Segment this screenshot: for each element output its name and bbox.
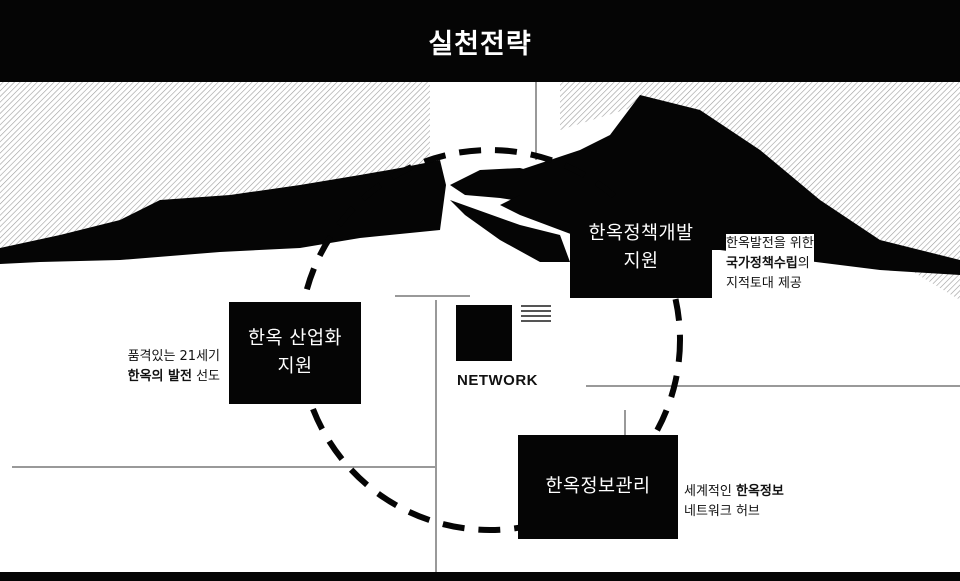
industry-note-line2: 한옥의 발전 선도 [127, 369, 220, 384]
info-box-line1: 한옥정보관리 [545, 476, 651, 497]
policy-note-line2: 국가정책수립의 [726, 256, 810, 271]
policy-box-line1: 한옥정책개발 [588, 223, 694, 244]
industry-box-line2: 지원 [277, 356, 313, 377]
network-logo-mark [456, 305, 512, 361]
policy-box-line2: 지원 [623, 251, 659, 272]
industry-box-line1: 한옥 산업화 [248, 328, 342, 349]
page-title: 실천전략 [0, 0, 960, 82]
industry-note-line1: 품격있는 21세기 [127, 349, 220, 364]
network-label: NETWORK [457, 372, 538, 389]
info-management-box: 한옥정보관리 [518, 435, 678, 539]
policy-note-line3: 지적토대 제공 [726, 276, 802, 291]
roof-strut [450, 200, 570, 262]
info-note-line2: 네트워크 허브 [684, 504, 760, 519]
policy-note-line1: 한옥발전을 위한 [726, 236, 814, 251]
network-logo-fineprint [521, 305, 551, 333]
info-note: 세계적인 한옥정보 네트워크 허브 [684, 482, 784, 522]
hatched-sky-right [560, 82, 960, 300]
industry-support-box: 한옥 산업화 지원 [229, 302, 361, 404]
policy-note: 한옥발전을 위한 국가정책수립의 지적토대 제공 [726, 234, 814, 294]
info-note-line1: 세계적인 한옥정보 [684, 484, 784, 499]
industry-note: 품격있는 21세기 한옥의 발전 선도 [86, 347, 220, 387]
roof-left [0, 160, 446, 264]
policy-support-box: 한옥정책개발 지원 [570, 198, 712, 298]
hatched-sky-left [0, 82, 430, 250]
bottom-bar [0, 572, 960, 581]
